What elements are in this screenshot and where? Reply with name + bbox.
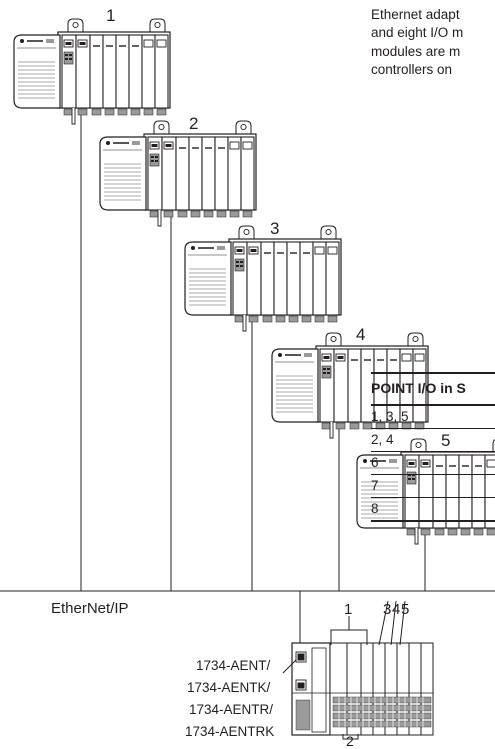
intro-line-4: controllers on [371,62,453,78]
point-io-slot-table: POINT I/O in S 1, 3, 5 2, 4 6 7 8 [371,372,495,522]
chassis-1 [13,18,171,125]
callout-1: 1 [344,601,353,618]
table-row: 1, 3, 5 [371,406,495,429]
adapter-catalog-1: 1734-AENT/ [196,658,271,673]
table-row: 2, 4 [371,429,495,452]
chassis-3 [184,225,342,332]
chassis-2 [99,120,257,227]
leader-4 [390,600,397,646]
adapter-catalog-3: 1734-AENTR/ [189,702,274,717]
point-io-assembly [291,642,434,736]
chassis-label-1: 1 [106,6,116,25]
callout-5: 5 [401,601,410,618]
bracket-group-2 [342,734,359,740]
table-cell: 1, 3, 5 [371,409,409,424]
terminal-block-grid [295,696,432,731]
table-cell: 7 [371,478,379,493]
chassis-label-5: 5 [441,431,451,450]
intro-line-3: modules are m [371,43,461,59]
table-row: 6 [371,452,495,475]
callout-2: 2 [346,733,354,749]
intro-line-1: Ethernet adapt [371,7,460,22]
callout-4: 4 [392,601,401,618]
adapter-catalog-4: 1734-AENTRK [185,724,275,739]
intro-paragraph: Ethernet adapt and eight I/O m modules a… [371,6,495,80]
leader-3 [378,600,389,646]
table-header-row: POINT I/O in S [371,372,495,406]
table-cell: 8 [371,501,379,516]
ethernet-network-lines [0,112,495,645]
table-row: 8 [371,498,495,522]
intro-line-2: and eight I/O m [371,25,464,41]
network-label: EtherNet/IP [51,600,129,617]
table-row: 7 [371,475,495,498]
chassis-label-2: 2 [189,114,199,133]
leader-5 [399,600,406,646]
table-header: POINT I/O in S [371,380,466,396]
callout-brackets [282,600,406,740]
adapter-leader [282,659,297,674]
chassis-label-4: 4 [356,325,366,344]
adapter-catalog-2: 1734-AENTK/ [187,680,271,695]
table-cell: 6 [371,455,379,470]
callout-3: 3 [383,601,392,618]
chassis-label-3: 3 [270,219,280,238]
table-cell: 2, 4 [371,432,394,447]
